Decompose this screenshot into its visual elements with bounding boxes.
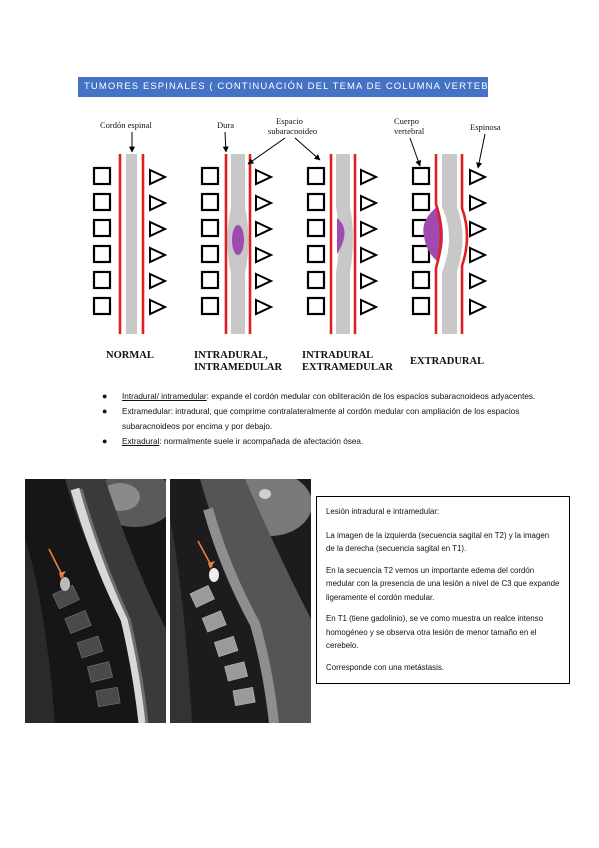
label-cuerpo-2: vertebral (394, 126, 425, 136)
caption-extramedular-1: INTRADURAL (302, 350, 373, 361)
case-paragraph-4: Corresponde con una metástasis. (326, 662, 444, 672)
case-paragraph-1: La imagen de la izquierda (secuencia sag… (326, 530, 550, 554)
list-item: ● Intradural/ intramedular: expande el c… (102, 389, 542, 404)
label-cordon-espinal: Cordón espinal (100, 120, 152, 130)
desc-intramedular: : expande el cordón medular con oblitera… (206, 392, 536, 401)
spinal-tumor-diagram: Cordón espinal NORMAL Dura Espacio subar… (92, 116, 501, 373)
panel-extradural: Cuerpo vertebral Espinosa EXTRADURAL (394, 116, 501, 367)
term-extradural: Extradural (122, 437, 160, 446)
bullet-icon: ● (102, 406, 108, 416)
case-paragraph-3: En T1 (tiene gadolinio), se ve como mues… (326, 614, 543, 650)
panel-intramedular: Dura Espacio subaracnoideo INTRADURAL, I… (194, 116, 321, 373)
section-title: TUMORES ESPINALES ( CONTINUACIÓN DEL TEM… (84, 81, 515, 92)
case-title: Lesión intradural e intramedular: (326, 507, 440, 516)
lesion-arrow-icon (48, 548, 64, 578)
section-header: TUMORES ESPINALES ( CONTINUACIÓN DEL TEM… (78, 77, 514, 97)
bullet-icon: ● (102, 391, 108, 401)
caption-extramedular-2: EXTRAMEDULAR (302, 362, 393, 373)
mri-t2-sagittal-image (25, 479, 166, 723)
list-item: ● Extramedular: intradural, que comprime… (102, 404, 542, 434)
term-extramedular: Extramedular (122, 407, 171, 416)
case-description-box: Lesión intradural e intramedular: La ima… (316, 496, 570, 684)
caption-normal: NORMAL (106, 350, 154, 361)
mri-t1-sagittal-image (170, 479, 311, 723)
list-item: ● Extradural: normalmente suele ir acomp… (102, 434, 542, 449)
label-espacio-2: subaracnoideo (268, 126, 317, 136)
caption-intramedular-2: INTRAMEDULAR (194, 362, 283, 373)
term-intramedular: Intradural/ intramedular (122, 392, 207, 401)
case-paragraph-2: En la secuencia T2 vemos un importante e… (326, 565, 560, 602)
caption-extradural: EXTRADURAL (410, 356, 484, 367)
caption-intramedular-1: INTRADURAL, (194, 350, 268, 361)
tumor-type-list: ● Intradural/ intramedular: expande el c… (102, 389, 542, 449)
label-dura: Dura (217, 120, 234, 130)
label-espacio-1: Espacio (276, 116, 303, 126)
panel-extramedular: INTRADURAL EXTRAMEDULAR (302, 154, 393, 373)
label-espinosa: Espinosa (470, 122, 501, 132)
panel-normal: Cordón espinal NORMAL (92, 120, 166, 361)
bullet-icon: ● (102, 436, 108, 446)
label-cuerpo-1: Cuerpo (394, 116, 419, 126)
desc-extradural: : normalmente suele ir acompañada de afe… (159, 437, 364, 446)
desc-extramedular: : intradural, que comprime contralateral… (122, 407, 520, 431)
